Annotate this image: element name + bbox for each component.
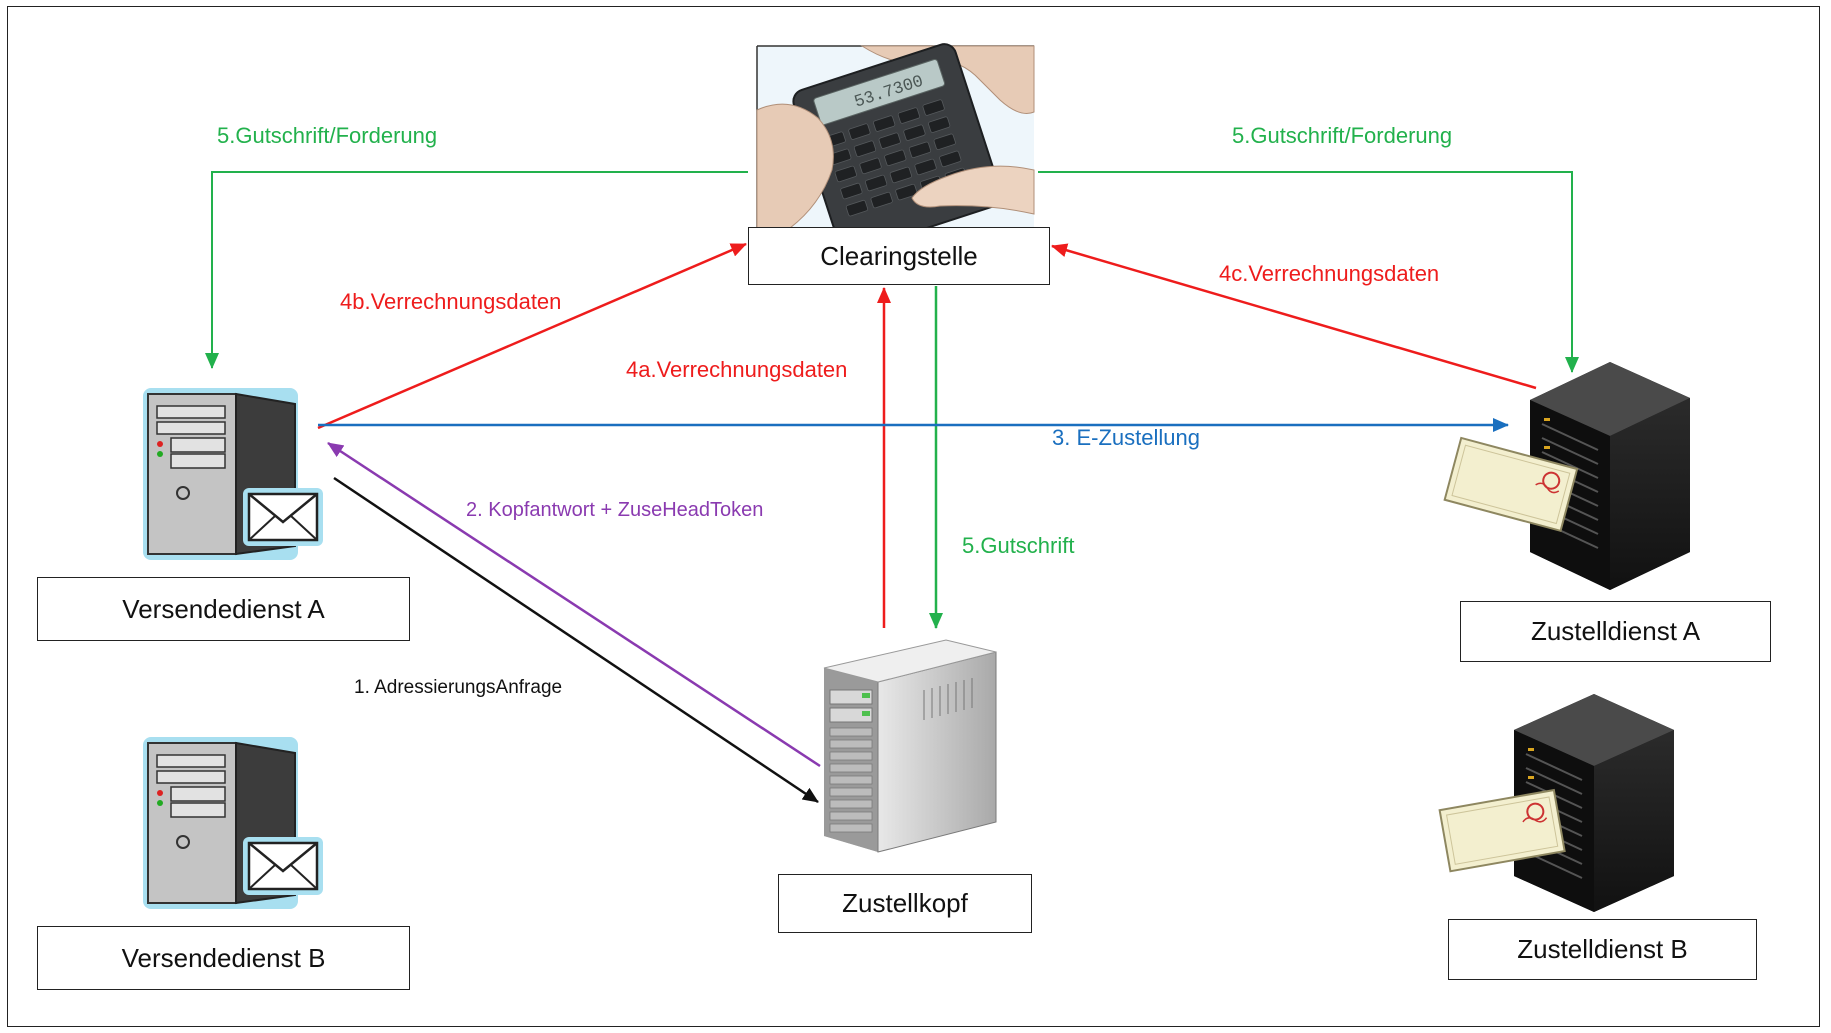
sender-a-node-box: Versendedienst A [37,577,410,641]
sender-a-label: Versendedienst A [122,593,325,624]
edge-credit-left [205,171,748,369]
head-label: Zustellkopf [842,888,968,918]
delivery-a-node-box: Zustelldienst A [1460,601,1771,662]
sender-b-node-box: Versendedienst B [37,926,410,990]
delivery-a-label: Zustelldienst A [1530,616,1701,646]
edge-label-credit-head: 5.Gutschrift [962,533,1075,558]
calculator-image: 53.7300 [756,43,1035,254]
delivery-b-node-box: Zustelldienst B [1448,919,1757,980]
delivery-b-rack-icon [1438,694,1674,912]
edge-label-credit-right: 5.Gutschrift/Forderung [1232,123,1453,148]
edge-label-billing-a: 4a.Verrechnungsdaten [626,357,848,382]
clearing-label: Clearingstelle [820,240,978,271]
head-server-icon [823,639,997,853]
edge-label-billing-b: 4b.Verrechnungsdaten [340,289,562,314]
edge-label-billing-c: 4c.Verrechnungsdaten [1219,261,1440,286]
edge-address-request [333,476,819,804]
edge-label-delivery: 3. E-Zustellung [1052,425,1200,450]
edge-billing-c [1051,243,1537,390]
delivery-a-rack-icon [1443,362,1690,590]
sender-b-computer-icon [143,737,323,909]
sender-b-label: Versendedienst B [121,942,326,973]
edge-head-reply [327,441,821,768]
clearing-node-box: Clearingstelle [748,227,1050,285]
sender-a-computer-icon [143,388,323,560]
delivery-b-label: Zustelldienst B [1517,934,1688,964]
edge-credit-right [1038,171,1579,373]
edge-billing-b [317,242,747,430]
edge-label-address-request: 1. AdressierungsAnfrage [354,677,563,698]
edge-label-head-reply: 2. Kopfantwort + ZuseHeadToken [466,499,764,521]
edge-label-credit-left: 5.Gutschrift/Forderung [217,123,438,148]
head-node-box: Zustellkopf [778,874,1032,933]
